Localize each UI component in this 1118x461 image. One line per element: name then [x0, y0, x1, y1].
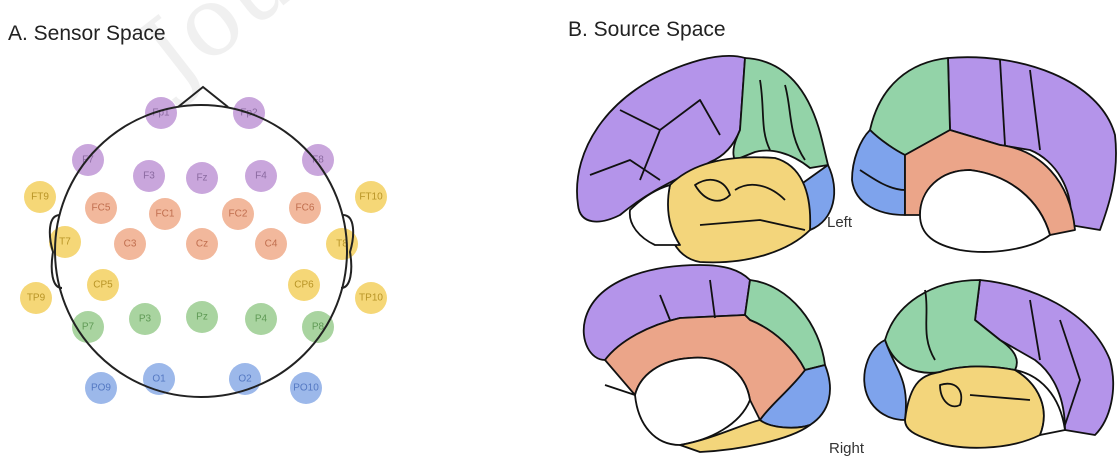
electrode-pz: Pz: [186, 301, 218, 333]
source-space-title: B. Source Space: [568, 18, 726, 42]
electrode-tp9: TP9: [20, 282, 52, 314]
electrode-po9: PO9: [85, 372, 117, 404]
electrode-label: FC1: [156, 209, 175, 220]
electrode-label: TP10: [359, 293, 383, 304]
electrode-label: TP9: [27, 293, 46, 304]
electrode-fc1: FC1: [149, 198, 181, 230]
electrode-cz: Cz: [186, 228, 218, 260]
electrode-label: O2: [238, 374, 252, 385]
electrode-label: O1: [152, 374, 166, 385]
electrode-label: FC5: [92, 203, 111, 214]
electrode-f4: F4: [245, 160, 277, 192]
electrode-label: PO10: [293, 383, 319, 394]
electrode-label: P4: [255, 314, 268, 325]
electrode-fz: Fz: [186, 162, 218, 194]
electrode-label: CP6: [294, 280, 314, 291]
electrode-fc2: FC2: [222, 198, 254, 230]
electrode-label: Fz: [196, 173, 207, 184]
electrode-label: C3: [124, 239, 137, 250]
electrode-po10: PO10: [290, 372, 322, 404]
left-medial-hemisphere: [852, 57, 1116, 252]
right-lateral-yellow: [905, 366, 1044, 447]
electrode-label: PO9: [91, 383, 111, 394]
electrode-label: Pz: [196, 312, 208, 323]
electrode-fc5: FC5: [85, 192, 117, 224]
left-lateral-yellow: [667, 157, 810, 262]
electrode-fc6: FC6: [289, 192, 321, 224]
right-medial-hemisphere: [584, 265, 830, 452]
electrode-p3: P3: [129, 303, 161, 335]
electrode-label: FT9: [31, 192, 49, 203]
electrode-c3: C3: [114, 228, 146, 260]
electrode-cp5: CP5: [87, 269, 119, 301]
electrode-label: Cz: [196, 239, 208, 250]
electrode-c4: C4: [255, 228, 287, 260]
electrode-f3: F3: [133, 160, 165, 192]
electrode-ft10: FT10: [355, 181, 387, 213]
electrode-tp10: TP10: [355, 282, 387, 314]
electrode-label: FT10: [359, 192, 383, 203]
electrode-p4: P4: [245, 303, 277, 335]
hemisphere-label-right: Right: [829, 440, 864, 457]
left-lateral-hemisphere: [577, 56, 834, 262]
electrode-label: CP5: [93, 280, 113, 291]
right-lateral-hemisphere: [864, 280, 1113, 448]
electrode-ft9: FT9: [24, 181, 56, 213]
electrode-label: C4: [265, 239, 278, 250]
electrode-f8: F8: [302, 144, 334, 176]
electrode-label: FC2: [229, 209, 248, 220]
source-brain-diagram: [560, 40, 1118, 460]
electrode-label: F3: [143, 171, 155, 182]
electrode-cp6: CP6: [288, 269, 320, 301]
electrode-label: T7: [59, 237, 71, 248]
left-lateral-green: [733, 58, 828, 168]
electrode-fp1: Fp1: [145, 97, 177, 129]
electrode-label: FC6: [296, 203, 315, 214]
electrode-label: F4: [255, 171, 267, 182]
hemisphere-label-left: Left: [827, 214, 852, 231]
electrode-label: P7: [82, 322, 95, 333]
sensor-space-title: A. Sensor Space: [8, 22, 166, 46]
electrode-label: P3: [139, 314, 152, 325]
